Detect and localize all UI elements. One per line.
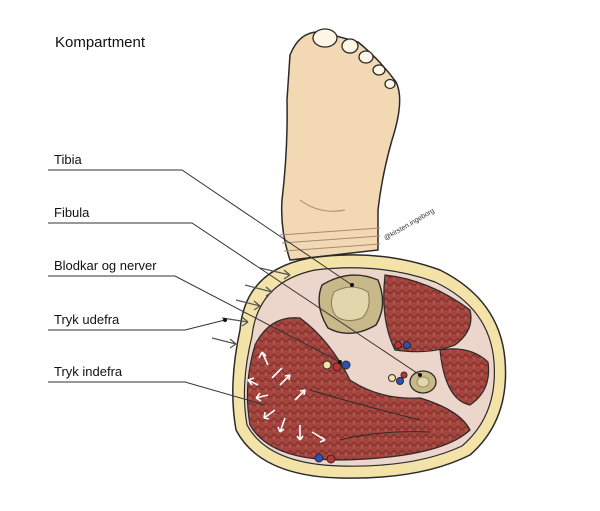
label-tibia: Tibia bbox=[54, 152, 82, 167]
external-pressure-arrows bbox=[211, 267, 291, 349]
label-internal-pressure: Tryk indefra bbox=[54, 364, 123, 379]
diagram-title: Kompartment bbox=[55, 34, 146, 51]
label-external-pressure: Tryk udefra bbox=[54, 312, 120, 327]
label-fibula: Fibula bbox=[54, 205, 90, 220]
label-blood-vessels-nerves: Blodkar og nerver bbox=[54, 258, 157, 273]
cross-section bbox=[232, 254, 507, 479]
leader-lines bbox=[48, 169, 421, 406]
foot-illustration bbox=[279, 28, 401, 261]
